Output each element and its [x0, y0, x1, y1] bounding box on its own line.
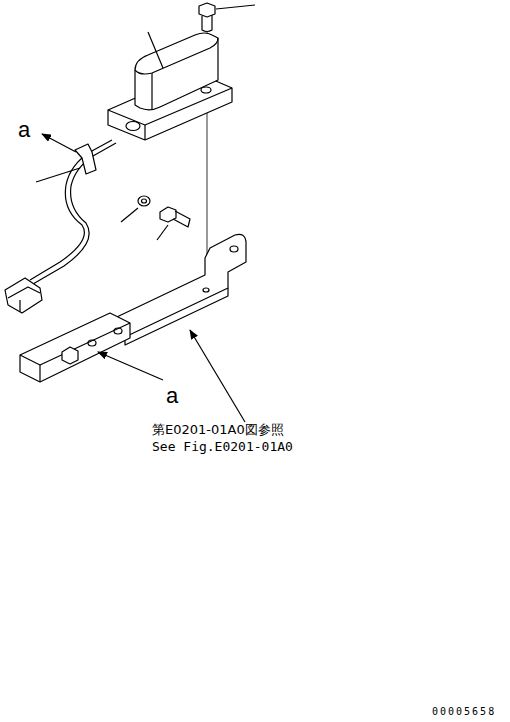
callout-letter: a: [166, 384, 178, 408]
reference-note: See Fig.E0201-01A0: [152, 440, 293, 454]
reference-note: 第E0201-01A0図参照: [152, 423, 284, 437]
callout-letter: a: [18, 118, 30, 142]
bolt: [157, 207, 190, 240]
bolt: [199, 3, 255, 32]
washer: [121, 196, 150, 222]
drawing-number: 00005658: [432, 706, 496, 717]
sensor-unit: [108, 32, 232, 140]
bracket: [20, 234, 246, 422]
harness: [5, 134, 116, 313]
